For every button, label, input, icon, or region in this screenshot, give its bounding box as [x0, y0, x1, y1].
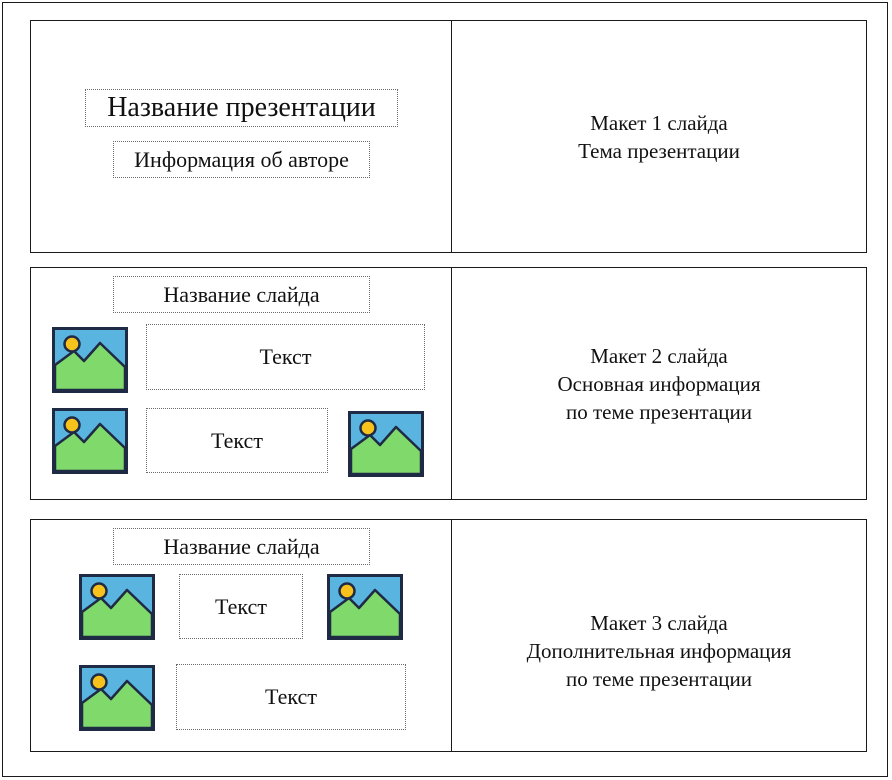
image-placeholder-icon — [79, 574, 155, 640]
image-placeholder-icon — [327, 574, 403, 640]
layout-purpose: Дополнительная информация — [526, 638, 792, 663]
layout-description: Макет 3 слайда Дополнительная информация… — [452, 520, 866, 751]
image-placeholder-icon — [52, 408, 128, 474]
slide-title-box: Название слайда — [113, 528, 370, 565]
text-box: Текст — [146, 324, 425, 390]
layout-name: Макет 2 слайда — [590, 343, 728, 368]
layout-purpose-line-2: по теме презентации — [566, 666, 752, 691]
presentation-title-box: Название презентации — [85, 89, 398, 127]
text-box: Текст — [176, 664, 406, 730]
layout-description: Макет 2 слайда Основная информация по те… — [452, 268, 866, 499]
slide-title-box: Название слайда — [113, 276, 370, 313]
author-info: Информация об авторе — [134, 146, 349, 172]
image-placeholder-icon — [348, 411, 424, 477]
slide-layout-3: Название слайда Текст Текст Макет 3 слай… — [30, 519, 867, 752]
column-divider — [451, 21, 452, 252]
text-box: Текст — [179, 574, 303, 639]
text-placeholder: Текст — [259, 344, 312, 369]
presentation-title: Название презентации — [107, 92, 376, 123]
layout-purpose: Тема презентации — [578, 138, 740, 163]
layout-name: Макет 1 слайда — [590, 110, 728, 135]
layout-purpose-line-2: по теме презентации — [566, 399, 752, 424]
text-placeholder: Текст — [211, 427, 263, 453]
layout-purpose: Основная информация — [557, 371, 761, 396]
slide-layout-2: Название слайда Текст Текст Макет 2 слай… — [30, 267, 867, 500]
author-info-box: Информация об авторе — [113, 141, 370, 178]
text-box: Текст — [146, 408, 328, 473]
layout-name: Макет 3 слайда — [590, 610, 728, 635]
slide-layout-1: Название презентации Информация об автор… — [30, 20, 867, 253]
layout-description: Макет 1 слайда Тема презентации — [452, 21, 866, 252]
text-placeholder: Текст — [265, 684, 317, 709]
image-placeholder-icon — [79, 665, 155, 731]
column-divider — [451, 520, 452, 751]
image-placeholder-icon — [52, 327, 128, 393]
slide-title: Название слайда — [163, 533, 320, 559]
column-divider — [451, 268, 452, 499]
slide-title: Название слайда — [163, 281, 320, 307]
text-placeholder: Текст — [215, 593, 267, 619]
